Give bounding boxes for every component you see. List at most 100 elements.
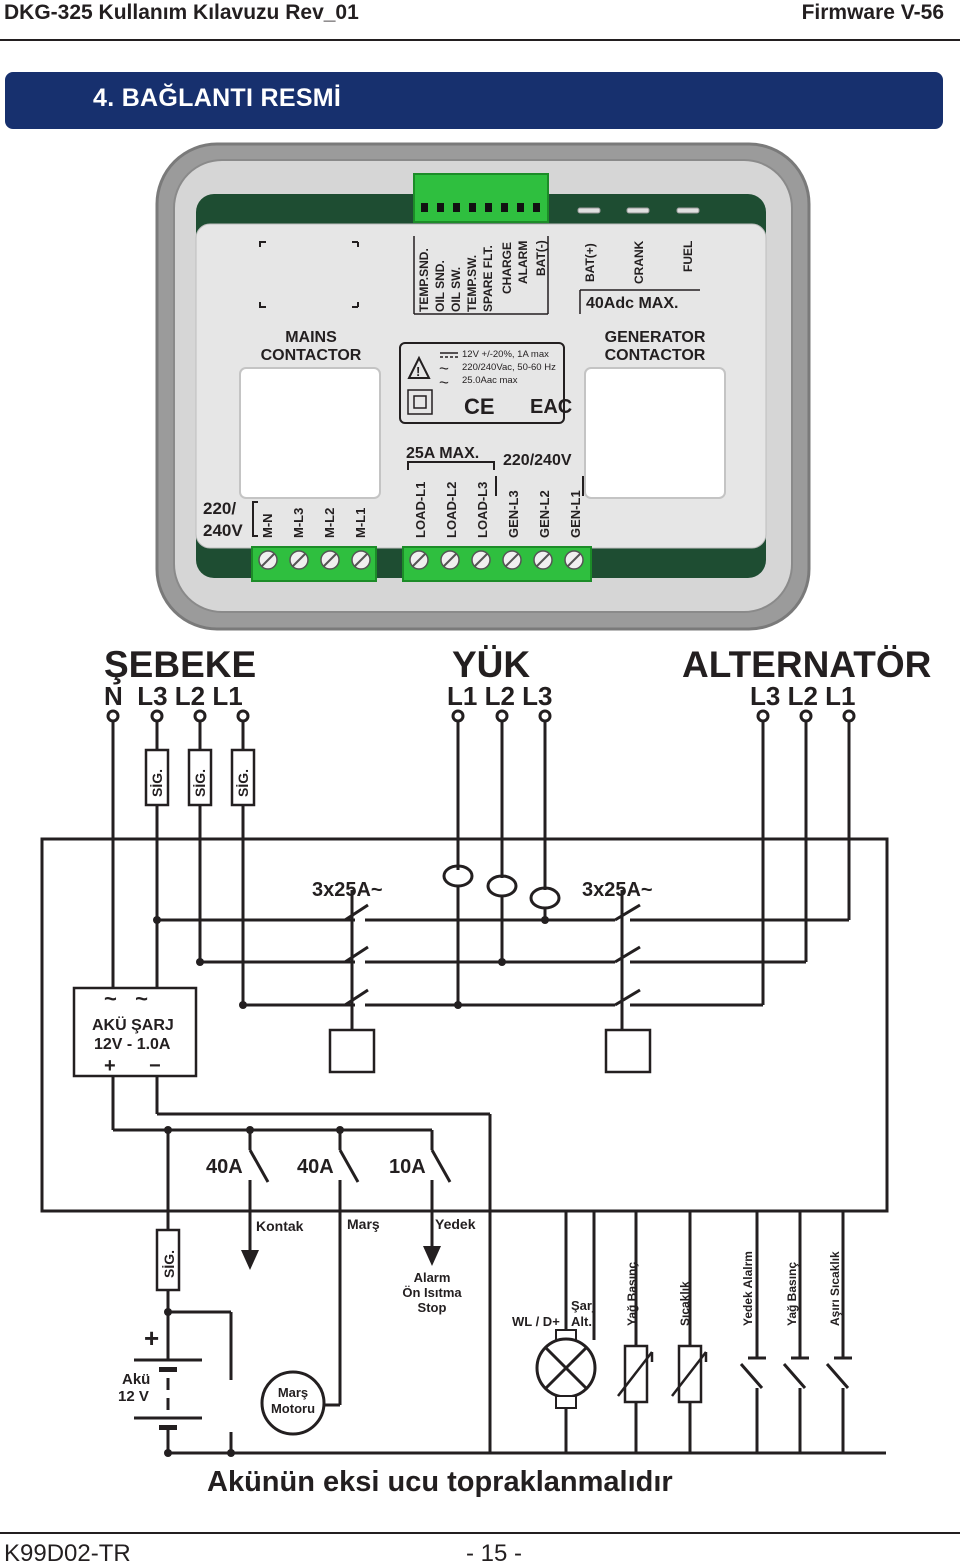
generator-contactor-label-2: CONTACTOR <box>605 347 706 364</box>
terminal-label-bat-plus: BAT(+) <box>583 243 597 282</box>
oil-pressure-sender-icon <box>617 1344 654 1404</box>
load-phases: L1 L2 L3 <box>447 681 552 711</box>
output-label-yedek: Yedek <box>435 1216 476 1232</box>
svg-text:!: ! <box>416 364 420 379</box>
battery-icon: + Akü 12 V <box>118 1323 202 1440</box>
generator-contactor-label-1: GENERATOR <box>605 329 706 346</box>
mains-contactor-label-2: CONTACTOR <box>261 347 362 364</box>
sensor-label-temperature: Sıcaklık <box>678 1281 692 1326</box>
fuse-label: SİG. <box>235 769 251 797</box>
starter-label-2: Motoru <box>271 1401 315 1416</box>
terminal-label-gen-l1: GEN-L1 <box>568 490 583 538</box>
terminal-label-oil-sw: OIL SW. <box>449 267 463 312</box>
svg-text:~: ~ <box>439 359 449 378</box>
charger-rating: 12V - 1.0A <box>94 1036 171 1053</box>
header-divider <box>0 39 960 41</box>
alarm-output-2: Ön Isıtma <box>402 1285 462 1300</box>
charge-alt-label-2: Alt. <box>571 1314 592 1329</box>
sensor-label-oil-pressure-switch: Yağ Basınç <box>785 1262 799 1326</box>
relay-rating-crank: 40A <box>206 1156 243 1178</box>
fuse-label: SİG. <box>149 769 165 797</box>
terminal-label-load-l1: LOAD-L1 <box>413 482 428 538</box>
load-title: YÜK <box>452 644 530 685</box>
generator-title: ALTERNATÖR <box>682 644 931 685</box>
battery-plus: + <box>144 1323 159 1353</box>
dc-rating: 40Adc MAX. <box>586 295 678 312</box>
relay-rating-spare: 10A <box>389 1156 426 1178</box>
current-transformers <box>442 864 561 910</box>
footer-divider <box>0 1532 960 1534</box>
terminal-label-fuel: FUEL <box>681 241 695 272</box>
battery-fuse-label: SİG. <box>161 1250 177 1278</box>
alarm-output-1: Alarm <box>414 1270 451 1285</box>
temperature-sender-icon <box>671 1344 708 1404</box>
charge-lamp-icon <box>535 1329 597 1409</box>
terminal-label-temp-snd: TEMP.SND. <box>417 248 431 312</box>
controller-frame <box>40 837 889 1213</box>
ground-note: Akünün eksi ucu topraklanmalıdır <box>207 1466 673 1498</box>
mains-phases: N L3 L2 L1 <box>104 681 243 711</box>
terminal-label-charge: CHARGE <box>500 242 514 294</box>
section-banner: 4. BAĞLANTI RESMİ <box>5 72 943 129</box>
relay-rating-fuel: 40A <box>297 1156 334 1178</box>
output-label-mars: Marş <box>347 1216 380 1232</box>
battery-fuse <box>155 1228 181 1292</box>
mains-contactor-coil <box>328 1028 376 1074</box>
mains-window <box>239 367 381 499</box>
gen-voltage: 220/240V <box>503 452 572 469</box>
generator-window <box>584 367 726 499</box>
output-arrow-icon <box>241 1250 259 1270</box>
ce-mark: CE <box>464 394 495 419</box>
terminal-label-gen-l3: GEN-L3 <box>506 490 521 538</box>
terminal-label-spare-flt: SPARE FLT. <box>481 245 495 312</box>
terminal-label-m-l2: M-L2 <box>322 508 337 538</box>
battery-charger: ~ ~ AKÜ ŞARJ 12V - 1.0A + − <box>72 986 198 1078</box>
output-label-kontak: Kontak <box>256 1218 304 1234</box>
spec-dc: 12V +/-20%, 1A max <box>462 349 549 360</box>
starter-label-1: Marş <box>278 1385 308 1400</box>
charger-name: AKÜ ŞARJ <box>92 1015 174 1034</box>
fuse-label: SİG. <box>192 769 208 797</box>
starter-motor: Marş Motoru <box>260 1370 326 1436</box>
charger-polarity: + − <box>104 1055 161 1077</box>
charger-ac-symbol: ~ ~ <box>104 986 148 1011</box>
terminal-label-crank: CRANK <box>632 240 646 284</box>
svg-text:~: ~ <box>439 373 449 392</box>
document-title: DKG-325 Kullanım Kılavuzu Rev_01 <box>4 1 359 24</box>
section-title: 4. BAĞLANTI RESMİ <box>93 84 342 112</box>
terminal-label-gen-l2: GEN-L2 <box>537 490 552 538</box>
sensor-switches <box>739 1356 852 1389</box>
terminal-label-bat-minus: BAT(-) <box>534 240 548 276</box>
spec-ac: 220/240Vac, 50-60 Hz <box>462 362 556 373</box>
terminal-label-oil-snd: OIL SND. <box>433 260 447 312</box>
top-terminal-block <box>413 173 549 223</box>
device-unit: TEMP.SND. OIL SND. OIL SW. TEMP.SW. SPAR… <box>155 142 811 631</box>
document-code: K99D02-TR <box>4 1540 131 1567</box>
sensor-label-oil-pressure: Yağ Basınç <box>625 1262 639 1326</box>
wl-label: WL / D+ <box>512 1314 560 1329</box>
eac-mark: EAC <box>530 396 572 418</box>
terminal-label-load-l2: LOAD-L2 <box>444 482 459 538</box>
terminal-label-m-n: M-N <box>260 513 275 538</box>
charge-alt-label-1: Şarj <box>571 1298 596 1313</box>
generator-contactor-rating: 3x25A~ <box>582 879 653 901</box>
terminal-label-alarm: ALARM <box>516 241 530 284</box>
terminal-label-temp-sw: TEMP.SW. <box>465 255 479 312</box>
alarm-output-3: Stop <box>418 1300 447 1315</box>
terminal-label-load-l3: LOAD-L3 <box>475 482 490 538</box>
generator-contactor-coil <box>604 1028 652 1074</box>
mains-contactor-rating: 3x25A~ <box>312 879 383 901</box>
output-arrow-icon <box>423 1246 441 1266</box>
sensor-label-high-temp: Aşırı Sıcaklık <box>828 1251 842 1326</box>
mains-title: ŞEBEKE <box>104 644 256 685</box>
battery-voltage: 12 V <box>118 1388 149 1405</box>
sensor-label-spare-alarm: Yedek Alalrm <box>741 1251 755 1326</box>
mains-voltage-2: 240V <box>203 521 243 540</box>
spec-box: ! ~ ~ 12V +/-20%, 1A max 220/240Vac, 50-… <box>399 342 572 424</box>
mains-contactor-label-1: MAINS <box>285 329 337 346</box>
terminal-label-m-l1: M-L1 <box>353 508 368 538</box>
terminal-label-m-l3: M-L3 <box>291 508 306 538</box>
load-gen-terminal-block <box>402 546 592 582</box>
mains-fuses: SİG. SİG. SİG. <box>144 748 256 807</box>
